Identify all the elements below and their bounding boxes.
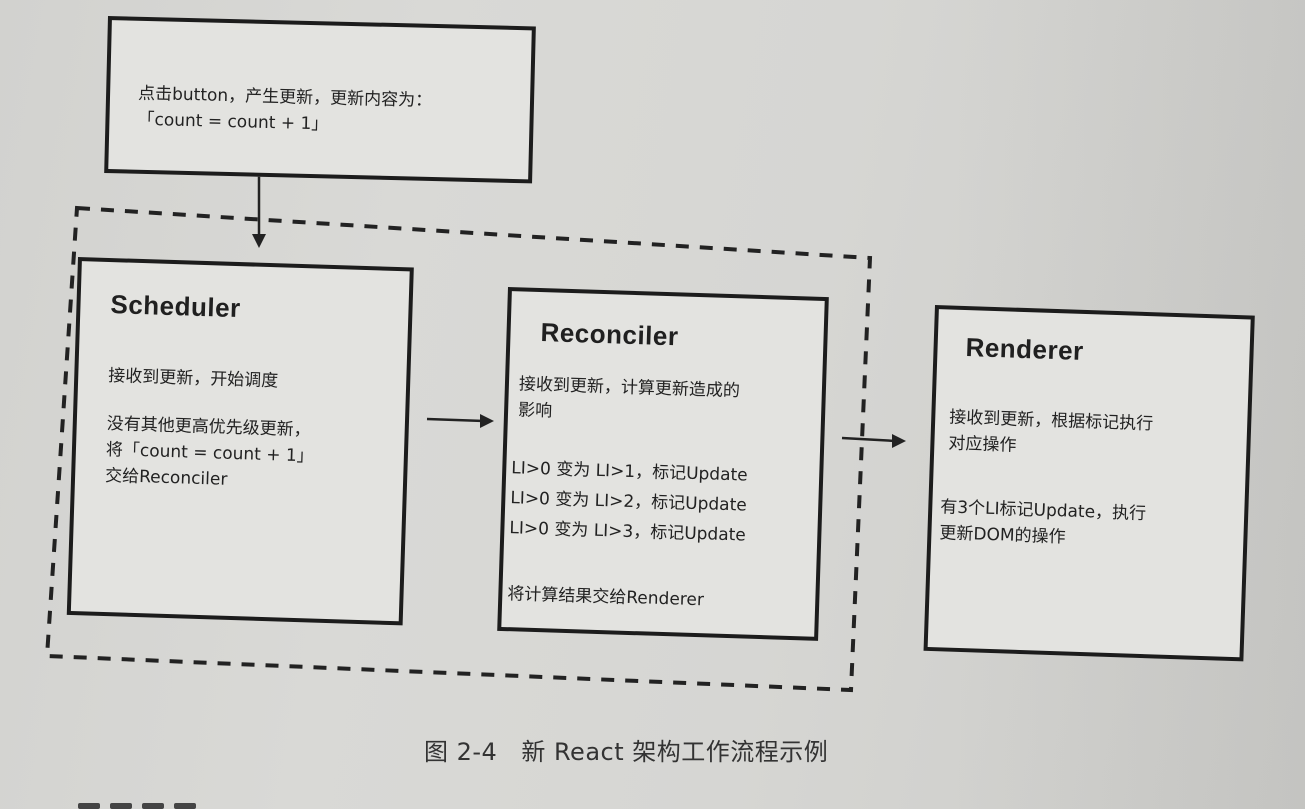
scheduler-title: Scheduler <box>110 289 242 324</box>
figure-caption: 图 2-4 新 React 架构工作流程示例 <box>424 732 828 767</box>
reconciler-title: Reconciler <box>540 317 679 352</box>
renderer-box: Renderer 接收到更新，根据标记执行 对应操作 有3个LI标记Update… <box>923 305 1255 662</box>
renderer-title: Renderer <box>965 332 1085 366</box>
trigger-box: 点击button，产生更新，更新内容为： 「count = count + 1」 <box>104 16 536 184</box>
scheduler-text-line1: 接收到更新，开始调度 <box>107 366 279 392</box>
arrowhead-scheduler-to-reconciler <box>480 414 494 428</box>
reconciler-text-line6: 将计算结果交给Renderer <box>507 584 705 611</box>
cropped-text-fragment <box>78 792 228 809</box>
arrowhead-reconciler-to-renderer <box>892 434 906 448</box>
reconciler-text-line5: LI>0 变为 LI>3，标记Update <box>509 518 747 546</box>
arrowhead-trigger-to-scheduler <box>252 234 266 248</box>
dashed-boundary <box>44 205 873 693</box>
figure-number: 图 2-4 <box>424 738 498 766</box>
arrow-scheduler-to-reconciler <box>426 417 485 423</box>
reconciler-box: Reconciler 接收到更新，计算更新造成的 影响 LI>0 变为 LI>1… <box>497 287 829 641</box>
figure-title: 新 React 架构工作流程示例 <box>521 738 829 766</box>
arrow-reconciler-to-renderer <box>841 436 897 443</box>
scheduler-box: Scheduler 接收到更新，开始调度 没有其他更高优先级更新， 将「coun… <box>66 257 414 626</box>
